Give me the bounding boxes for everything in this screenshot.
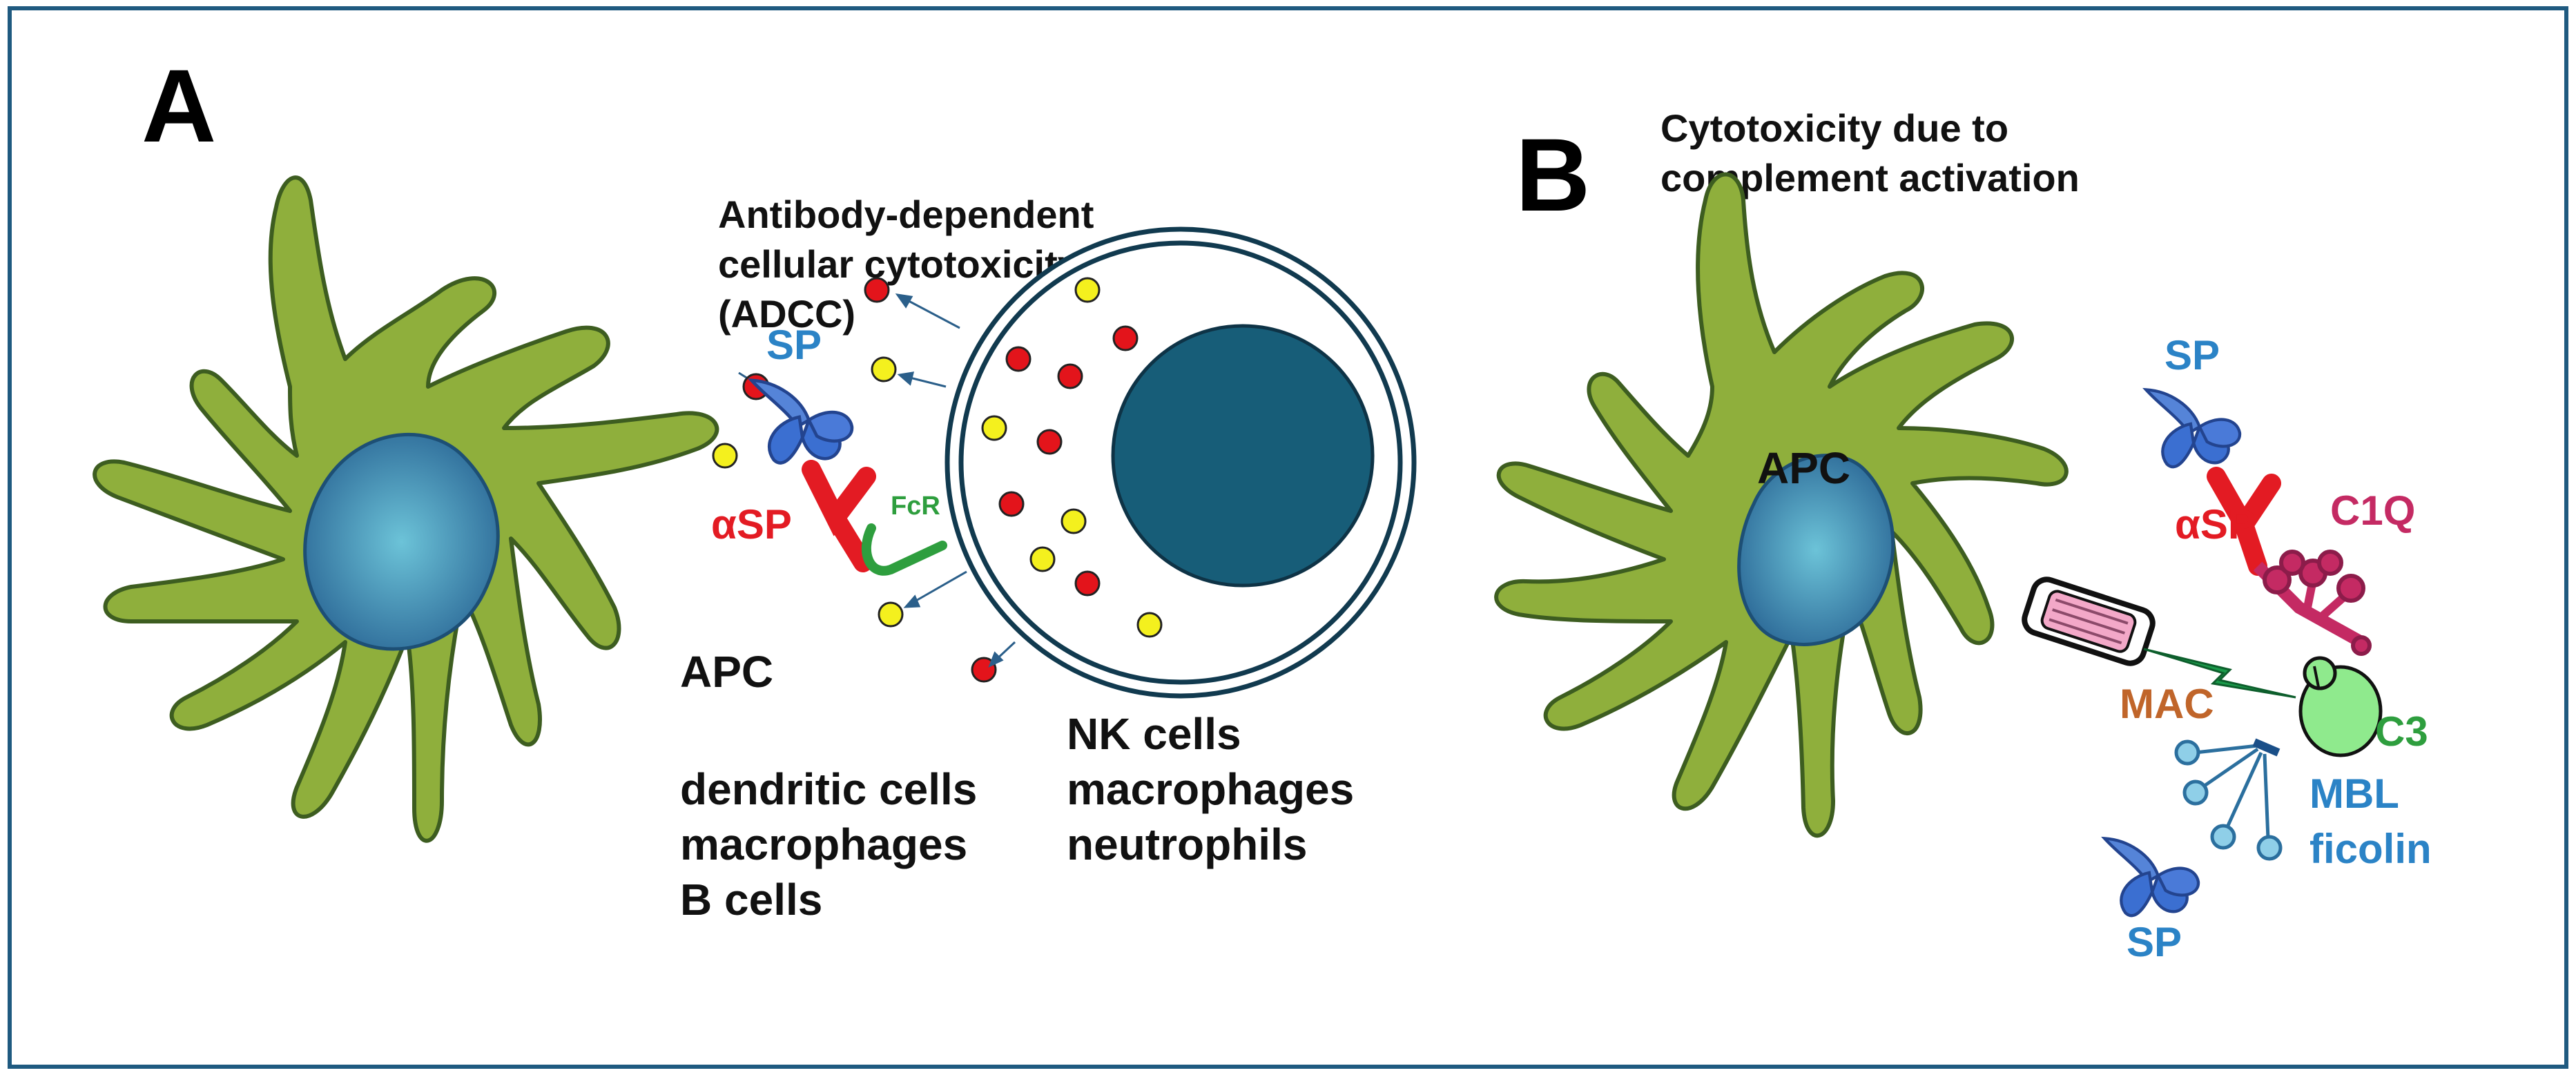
effector-nucleus: [1111, 324, 1375, 588]
panel-b-letter: B: [1515, 117, 1590, 233]
fcr-label: FcR: [891, 492, 940, 521]
c1q-label: C1Q: [2330, 487, 2415, 534]
apc-nucleus-a: [303, 432, 500, 651]
sp-label-b-top: SP: [2165, 332, 2220, 378]
apc-types-list: dendritic cells macrophages B cells: [680, 764, 989, 924]
adcc-title: Antibody-dependent cellular cytotoxicity…: [718, 193, 1105, 336]
release-arrows: [895, 293, 1016, 668]
effector-types-list: NK cells macrophages neutrophils: [1067, 709, 1366, 869]
c3-molecule: [2298, 656, 2383, 757]
sp-label-b-bottom: SP: [2127, 919, 2182, 965]
c1q-complex: [2253, 550, 2372, 656]
effector-granules: [981, 277, 1163, 638]
antibody-label-a: αSP: [711, 501, 792, 548]
c3-label: C3: [2375, 708, 2428, 755]
mac-label: MAC: [2120, 681, 2214, 727]
granule-yellow-3: [878, 601, 904, 628]
granule-yellow-1: [712, 443, 738, 469]
panel-b: B Cytotoxicity due to complement activat…: [1494, 106, 2432, 965]
antibody-a: [802, 460, 876, 572]
antibody-label-b: αSP: [2175, 501, 2256, 548]
panel-a-letter: A: [142, 48, 216, 164]
antibody-b: [2207, 467, 2281, 576]
mac-pore: [2022, 577, 2156, 666]
apc-nucleus-b: [1737, 454, 1895, 646]
apc-label-a: APC: [680, 647, 773, 697]
mbl-complex: [2174, 738, 2283, 861]
granule-red-1: [864, 277, 890, 303]
sp-label-a: SP: [766, 322, 822, 368]
fcr-receptor: [861, 523, 947, 576]
granule-yellow-2: [871, 356, 897, 382]
mbl-label: MBL: [2309, 771, 2399, 817]
apc-label-b: APC: [1757, 443, 1850, 493]
ficolin-label: ficolin: [2309, 826, 2432, 872]
lightning-bolt: [2143, 648, 2296, 699]
panel-a: A Antibody-dependent cellular cytotoxici…: [93, 48, 1417, 924]
